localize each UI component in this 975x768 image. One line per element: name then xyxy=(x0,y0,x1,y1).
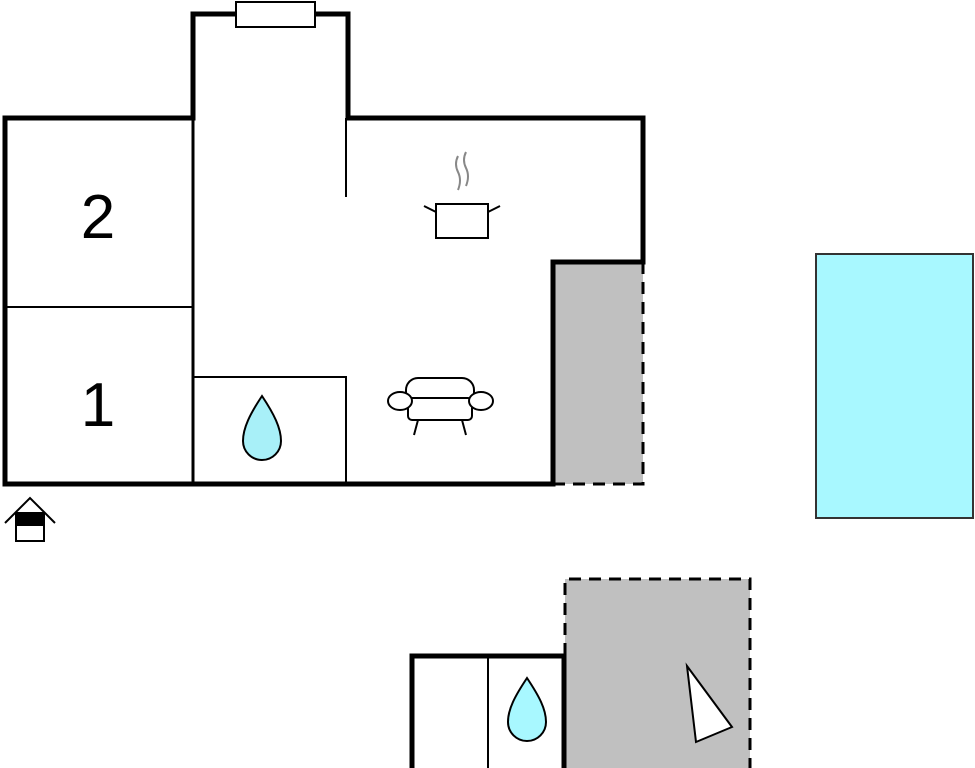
bedroom-1-label: 1 xyxy=(81,371,115,440)
water-drop-icon xyxy=(506,676,548,742)
terrace-side xyxy=(555,262,645,486)
terrace-bottom xyxy=(563,577,752,768)
kitchen-pot-icon xyxy=(423,151,501,239)
entrance-icon xyxy=(4,496,56,542)
sofa-icon xyxy=(387,377,494,436)
pool xyxy=(815,253,974,519)
window-icon xyxy=(235,1,316,28)
bathroom xyxy=(192,376,347,485)
house-outline xyxy=(2,11,646,487)
sun-lounger-icon xyxy=(685,662,734,744)
bedroom-2-label: 2 xyxy=(81,183,115,252)
water-drop-icon xyxy=(241,394,283,461)
